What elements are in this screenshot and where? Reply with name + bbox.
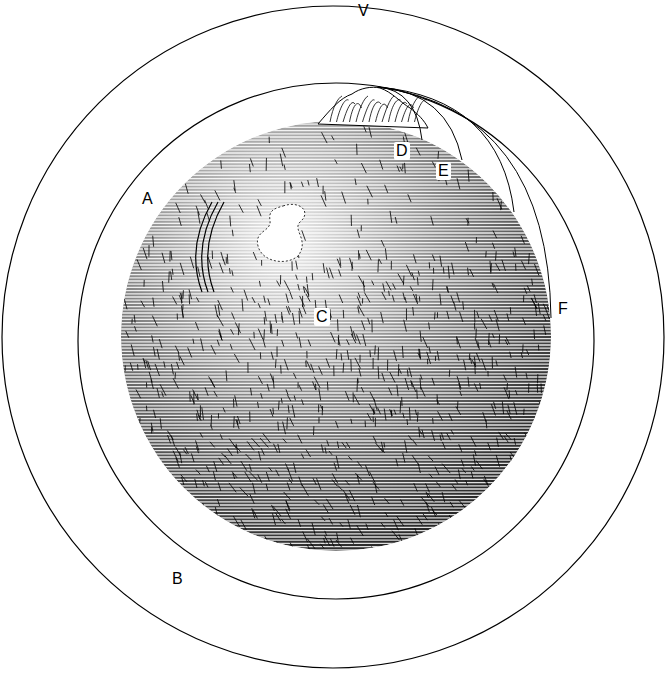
point-label: D bbox=[394, 142, 410, 160]
orbit-circle bbox=[78, 83, 594, 599]
trajectory bbox=[378, 87, 462, 160]
point-label: A bbox=[140, 190, 155, 208]
trajectory bbox=[378, 87, 551, 318]
trajectory bbox=[378, 87, 514, 212]
point-label: E bbox=[436, 162, 451, 180]
point-label: C bbox=[314, 308, 330, 326]
outer-circle bbox=[2, 6, 664, 668]
point-label: F bbox=[556, 300, 570, 318]
point-label: V bbox=[356, 2, 371, 20]
point-label: B bbox=[170, 570, 185, 588]
earth-globe bbox=[121, 121, 551, 557]
